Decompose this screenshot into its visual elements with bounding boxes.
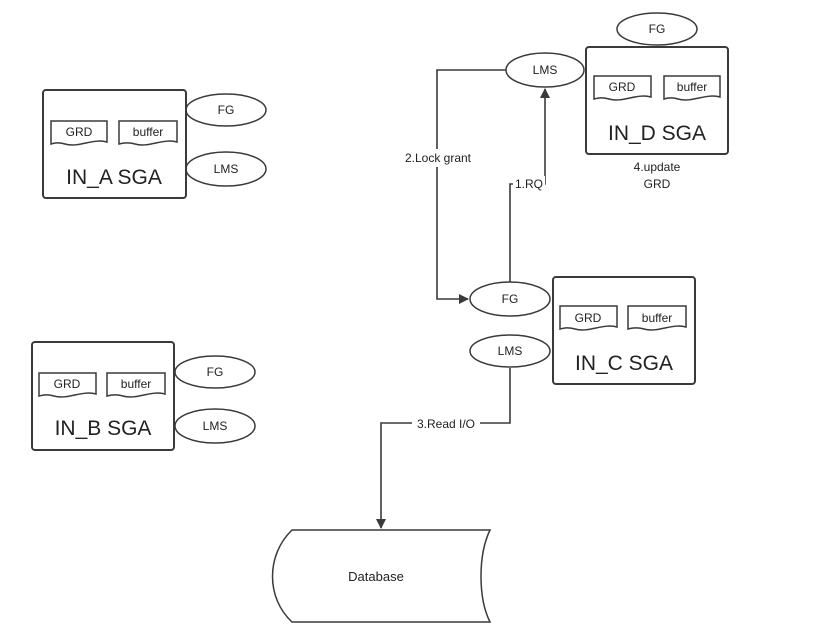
instance-d-grd-label: GRD xyxy=(609,80,636,94)
instance-b-lms-ellipse xyxy=(174,408,256,444)
instance-a-grd-label: GRD xyxy=(66,125,93,139)
instance-b: GRD buffer IN_B SGA FG LMS xyxy=(31,341,256,451)
instance-b-fg-label: FG xyxy=(207,365,224,379)
instance-c-title: IN_C SGA xyxy=(575,352,673,375)
instance-c-buffer-label: buffer xyxy=(642,311,672,325)
instance-b-buffer-label: buffer xyxy=(121,377,151,391)
instance-a: GRD buffer IN_A SGA FG LMS xyxy=(42,89,267,199)
arrow-lock-grant xyxy=(436,69,506,304)
instance-c-lms-label: LMS xyxy=(498,344,523,358)
instance-d-sga-box xyxy=(585,46,729,155)
instance-a-buffer-label: buffer xyxy=(133,125,163,139)
instance-a-fg-ellipse xyxy=(185,93,267,127)
step-lock-grant-label-bg xyxy=(395,149,481,167)
instance-b-sga-box xyxy=(31,341,175,451)
instance-b-grd-doc xyxy=(38,372,97,398)
instance-c-lms-ellipse xyxy=(469,334,551,368)
database-cylinder xyxy=(271,529,492,623)
database-label: Database xyxy=(348,569,404,584)
instance-d-lms-label: LMS xyxy=(533,63,558,77)
instance-b-grd-label: GRD xyxy=(54,377,81,391)
instance-c-sga-box xyxy=(552,276,696,385)
database: Database xyxy=(271,529,492,623)
step-lock-grant-label: 2.Lock grant xyxy=(405,151,472,165)
step-read-io-label-bg xyxy=(412,416,480,431)
instance-d-fg-label: FG xyxy=(649,22,666,36)
instance-d-fg-ellipse xyxy=(616,12,698,46)
step-rq-label: 1.RQ xyxy=(515,177,543,191)
step-update-label-line1: 4.update xyxy=(634,160,681,174)
instance-c-buffer-doc xyxy=(627,305,687,331)
instance-d-buffer-label: buffer xyxy=(677,80,707,94)
instance-b-lms-label: LMS xyxy=(203,419,228,433)
instance-b-buffer-doc xyxy=(106,372,166,398)
instance-c-grd-doc xyxy=(559,305,618,331)
instance-d: GRD buffer IN_D SGA FG LMS 4.update GRD xyxy=(505,12,729,191)
instance-b-fg-ellipse xyxy=(174,355,256,389)
arrow-read-io xyxy=(376,368,511,529)
instance-c-fg-label: FG xyxy=(502,292,519,306)
instance-a-lms-label: LMS xyxy=(214,162,239,176)
step-update-label-line2: GRD xyxy=(644,177,671,191)
step-read-io-label: 3.Read I/O xyxy=(417,417,475,431)
instance-a-fg-label: FG xyxy=(218,103,235,117)
instance-a-grd-doc xyxy=(50,120,108,146)
instance-a-lms-ellipse xyxy=(185,151,267,187)
instance-a-buffer-doc xyxy=(118,120,178,146)
instance-d-grd-doc xyxy=(593,75,652,101)
instance-a-sga-box xyxy=(42,89,187,199)
step-rq-label-bg xyxy=(513,176,545,192)
instance-d-title: IN_D SGA xyxy=(608,122,706,145)
instance-d-buffer-doc xyxy=(663,75,721,101)
instance-a-title: IN_A SGA xyxy=(66,166,162,189)
instance-b-title: IN_B SGA xyxy=(55,417,152,440)
instance-c: GRD buffer IN_C SGA FG LMS xyxy=(469,276,696,385)
instance-c-grd-label: GRD xyxy=(575,311,602,325)
